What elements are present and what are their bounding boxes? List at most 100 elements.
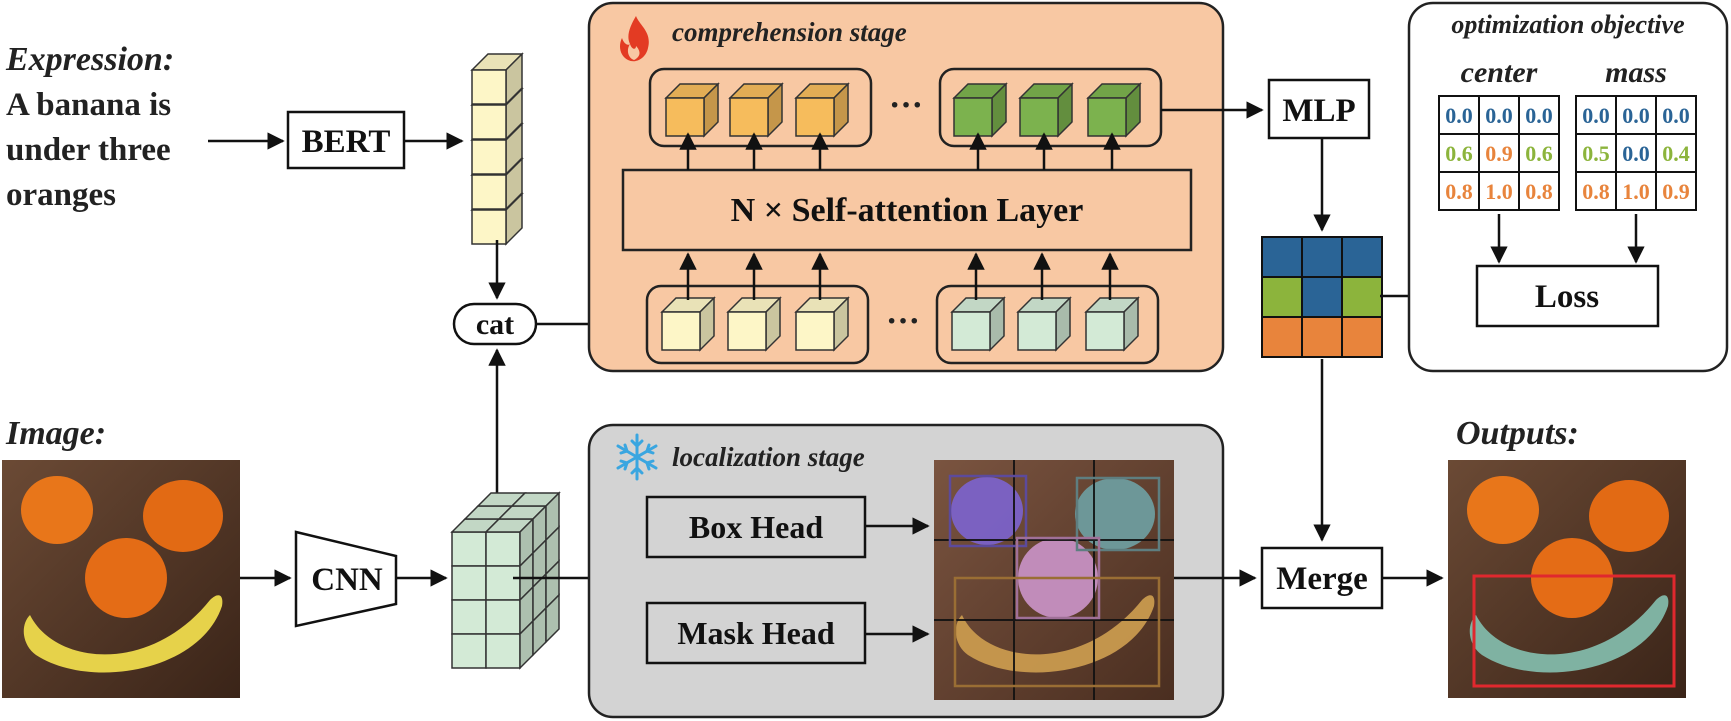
bert-label: BERT [302,124,391,160]
output-bounding-box [1472,574,1676,688]
mask-head-label: Mask Head [677,615,835,651]
input-token-cube-visual [1016,296,1072,352]
mass-grid-value: 0.0 [1662,103,1690,128]
prediction-grid-cell [1341,276,1383,318]
bert-box: BERT [286,110,406,170]
image-heading: Image: [5,415,106,452]
center-grid-value: 1.0 [1485,179,1513,204]
prediction-grid-cell [1341,236,1383,278]
self-attention-label: N × Self-attention Layer [731,192,1084,229]
visual-feature-cube [450,491,561,670]
prediction-grid [1261,236,1383,358]
cat-label: cat [476,308,514,341]
center-grid-cell [1438,171,1480,211]
expression-line-3: oranges [6,177,116,213]
prediction-grid-cell [1341,316,1383,358]
center-grid-cell [1518,171,1560,211]
self-attention-box [621,168,1193,252]
ellipsis-top: ··· [889,87,923,124]
snowflake-icon [616,433,658,481]
seg-box-banana [953,576,1161,688]
input-token-cube-text [726,296,782,352]
feature-front-cell [451,633,487,669]
seg-mask-orange-1 [951,477,1023,545]
center-grid-cell [1478,171,1520,211]
prediction-grid-cell [1261,316,1303,358]
output-orange-2 [1589,480,1669,552]
center-grid-value: 0.8 [1525,179,1553,204]
center-grid-value: 0.6 [1445,141,1473,166]
feature-front-cell [451,599,487,635]
box-head [645,495,867,559]
mass-grid-value: 0.5 [1582,141,1610,166]
output-photo [1448,460,1686,698]
photo-orange-3 [85,538,167,618]
mass-grid-value: 0.8 [1582,179,1610,204]
output-token-cube-orange [794,82,850,138]
mass-grid-cell [1655,95,1697,135]
center-grid-value: 0.8 [1445,179,1473,204]
input-token-group-left [645,284,870,365]
merge-box: Merge [1260,546,1384,610]
loss-label: Loss [1535,279,1599,315]
segmentation-image [934,460,1174,700]
mass-label: mass [1605,56,1667,89]
center-grid-cell [1518,133,1560,173]
comprehension-stage: comprehension stage ··· N × Self-attenti… [587,1,1225,373]
localization-stage: localization stage Box Head Mask Head [587,423,1225,719]
prediction-grid-cell [1261,236,1303,278]
output-token-cube-green [952,82,1008,138]
mass-grid-cell [1615,171,1657,211]
input-photo [2,460,240,698]
output-banana-highlighted [1469,595,1669,673]
seg-box-orange-2 [1075,476,1161,552]
feature-front-cell [451,565,487,601]
localization-stage-label: localization stage [672,442,865,472]
center-grid-value: 0.0 [1445,103,1473,128]
center-grid-value: 0.6 [1525,141,1553,166]
center-grid-value: 0.0 [1525,103,1553,128]
fire-icon [620,16,649,62]
mass-grid-value: 1.0 [1622,179,1650,204]
output-token-cube-orange [728,82,784,138]
photo-orange-1 [21,476,93,544]
output-token-cube-green [1018,82,1074,138]
mass-grid-value: 0.0 [1622,103,1650,128]
text-token-cube [470,52,524,106]
cat-node: cat [452,302,538,346]
objective-title: optimization objective [1451,10,1684,39]
center-grid-cell [1438,95,1480,135]
center-grid-cell [1438,133,1480,173]
cnn-block: CNN [294,530,398,628]
output-orange-3 [1531,538,1613,618]
box-head-label: Box Head [689,509,823,545]
prediction-grid-cell [1301,276,1343,318]
input-token-group-right [935,284,1160,365]
outputs-heading: Outputs: [1456,415,1579,452]
seg-mask-banana [955,595,1155,673]
expression-line-1: A banana is [6,87,171,123]
feature-front-cell [451,531,487,567]
prediction-grid-cell [1301,316,1343,358]
output-token-cube-green [1086,82,1142,138]
mass-grid-value: 0.0 [1622,141,1650,166]
prediction-grid-cell [1301,236,1343,278]
expression-line-2: under three [6,132,171,168]
output-orange-1 [1467,476,1539,544]
mass-grid-value: 0.0 [1582,103,1610,128]
mass-grid-cell [1655,133,1697,173]
photo-orange-2 [143,480,223,552]
photo-banana [23,595,223,673]
center-grid-value: 0.9 [1485,141,1513,166]
center-grid: 0.0 0.0 0.0 0.6 0.9 0.6 0.8 1.0 0.8 [1438,95,1560,211]
output-token-cube-orange [664,82,720,138]
center-grid-value: 0.0 [1485,103,1513,128]
input-token-cube-visual [1084,296,1140,352]
mlp-label: MLP [1282,93,1355,129]
merge-label: Merge [1276,561,1368,597]
center-label: center [1461,56,1538,89]
center-grid-cell [1518,95,1560,135]
